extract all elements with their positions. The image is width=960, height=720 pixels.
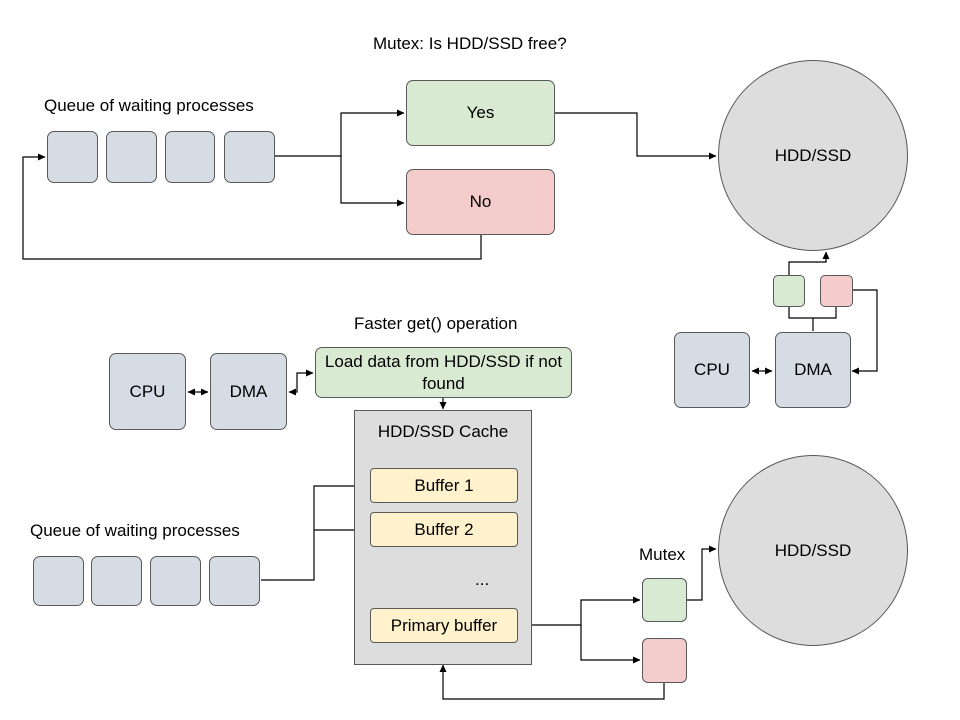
bottom-cpu-label: CPU [129,381,166,401]
top-queue-process-1 [47,131,98,183]
top-dma-box: DMA [775,332,851,408]
primary-buffer-label: Primary buffer [390,615,498,635]
arrow-mutex-red-back-to-primary [439,664,665,700]
bottom-queue-process-2 [91,556,142,606]
bottom-queue-process-3 [150,556,201,606]
bottom-cpu-box: CPU [109,353,186,430]
top-storage-label: HDD/SSD [774,145,852,165]
arrow-dma-to-mutex [788,307,814,331]
top-queue-process-2 [106,131,157,183]
top-no-label: No [469,192,492,211]
bottom-mutex-label: Mutex [639,545,686,564]
arrow-queue-to-buffer1 [261,482,369,581]
arrow-yes-to-storage [555,112,717,160]
arrow-mutex-green-to-storage-bottom [687,545,717,601]
load-data-label: Load data from HDD/SSD if not found [324,351,563,393]
top-storage-disk: HDD/SSD [718,60,908,251]
buffer-2-label: Buffer 2 [414,519,474,539]
top-yes-box: Yes [406,80,555,146]
top-mutex-title: Mutex: Is HDD/SSD free? [373,34,567,53]
arrow-primary-to-mutex-green [518,596,641,626]
top-yes-label: Yes [466,103,495,122]
buffer-2-box: Buffer 2 [370,512,518,547]
arrow-no-back-to-queue [22,153,482,260]
bottom-title: Faster get() operation [354,314,518,333]
arrow-mutex-red-to-dma [851,289,878,375]
bottom-mutex-busy-square [642,638,687,683]
top-mutex-free-square [773,275,805,307]
bottom-storage-disk: HDD/SSD [718,455,908,646]
arrow-queue-to-no [340,156,405,207]
buffer-ellipsis: ... [475,570,490,589]
buffer-1-label: Buffer 1 [414,475,474,495]
top-no-box: No [406,169,555,235]
primary-buffer-box: Primary buffer [370,608,518,643]
arrow-primary-to-mutex-red [580,625,641,664]
bottom-queue-process-1 [33,556,84,606]
top-cpu-box: CPU [674,332,750,408]
load-data-box: Load data from HDD/SSD if not found [315,347,572,398]
bottom-dma-box: DMA [210,353,287,430]
bottom-storage-label: HDD/SSD [774,540,852,560]
bottom-queue-label: Queue of waiting processes [30,521,240,540]
bottom-dma-label: DMA [229,381,268,401]
top-queue-process-4 [224,131,275,183]
top-queue-label: Queue of waiting processes [44,96,254,115]
cache-title: HDD/SSD Cache [377,422,509,441]
bottom-mutex-free-square [642,578,687,622]
top-mutex-busy-square [820,275,853,307]
arrow-mutex-green-to-storage [788,251,830,275]
top-dma-label: DMA [794,360,832,379]
arrow-dma-load [288,369,314,396]
top-queue-process-3 [165,131,215,183]
bottom-queue-process-4 [209,556,260,606]
top-cpu-label: CPU [694,360,730,379]
arrow-queue-to-yes [275,109,405,157]
buffer-1-box: Buffer 1 [370,468,518,503]
